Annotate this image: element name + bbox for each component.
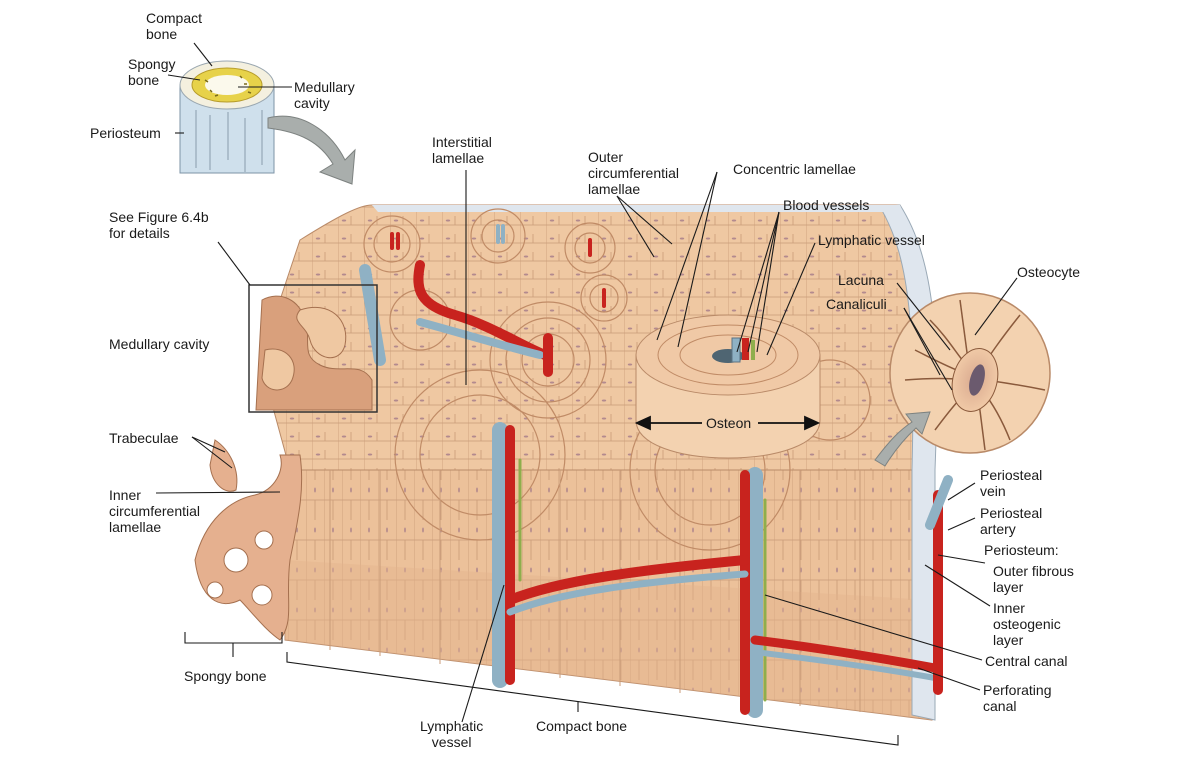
label-interstitial-lamellae: Interstitial lamellae	[432, 134, 492, 166]
label-lacuna: Lacuna	[838, 272, 884, 288]
label-see-figure: See Figure 6.4b for details	[109, 209, 209, 241]
long-bone-section-icon	[179, 60, 275, 174]
leader-lines	[155, 42, 1018, 746]
label-central-canal: Central canal	[985, 653, 1068, 669]
label-concentric-lamellae: Concentric lamellae	[733, 161, 856, 177]
label-blood-vessels: Blood vessels	[783, 197, 870, 213]
label-compact-bone-top: Compact bone	[146, 10, 203, 42]
label-inner-osteogenic-layer: Inner osteogenic layer	[993, 600, 1061, 648]
label-osteon: Osteon	[706, 415, 752, 431]
label-periosteal-artery: Periosteal artery	[980, 505, 1043, 537]
label-spongy-bone-top: Spongy bone	[128, 56, 176, 88]
pointer-arrow-icon	[267, 115, 356, 185]
label-spongy-bone-bottom: Spongy bone	[184, 668, 267, 684]
label-periosteum-heading: Periosteum:	[984, 542, 1059, 558]
label-canaliculi: Canaliculi	[826, 296, 887, 312]
label-lymphatic-vessel-bottom: Lymphatic vessel	[420, 718, 484, 750]
label-outer-fibrous-layer: Outer fibrous layer	[993, 563, 1074, 595]
label-inner-circumferential-lamellae: Inner circumferential lamellae	[109, 487, 201, 535]
label-periosteal-vein: Periosteal vein	[980, 467, 1043, 499]
label-lymphatic-vessel-top: Lymphatic vessel	[818, 232, 925, 248]
label-compact-bone-bottom: Compact bone	[536, 718, 628, 734]
blood-vessel-network	[359, 224, 953, 718]
label-osteocyte: Osteocyte	[1017, 264, 1081, 280]
label-trabeculae: Trabeculae	[109, 430, 179, 446]
detail-arrow-icon	[874, 411, 931, 467]
detail-box	[248, 284, 378, 413]
label-outer-circumferential-lamellae: Outer circumferential lamellae	[588, 149, 680, 197]
label-perforating-canal: Perforating canal	[983, 682, 1052, 714]
label-periosteum-top: Periosteum	[90, 125, 161, 141]
spongy-bone-trabeculae	[194, 295, 373, 641]
label-medullary-cavity: Medullary cavity	[109, 336, 210, 352]
compact-bone-block	[259, 204, 938, 721]
osteon-cylinder	[635, 314, 821, 459]
label-medullary-cavity-top: Medullary cavity	[294, 79, 355, 111]
